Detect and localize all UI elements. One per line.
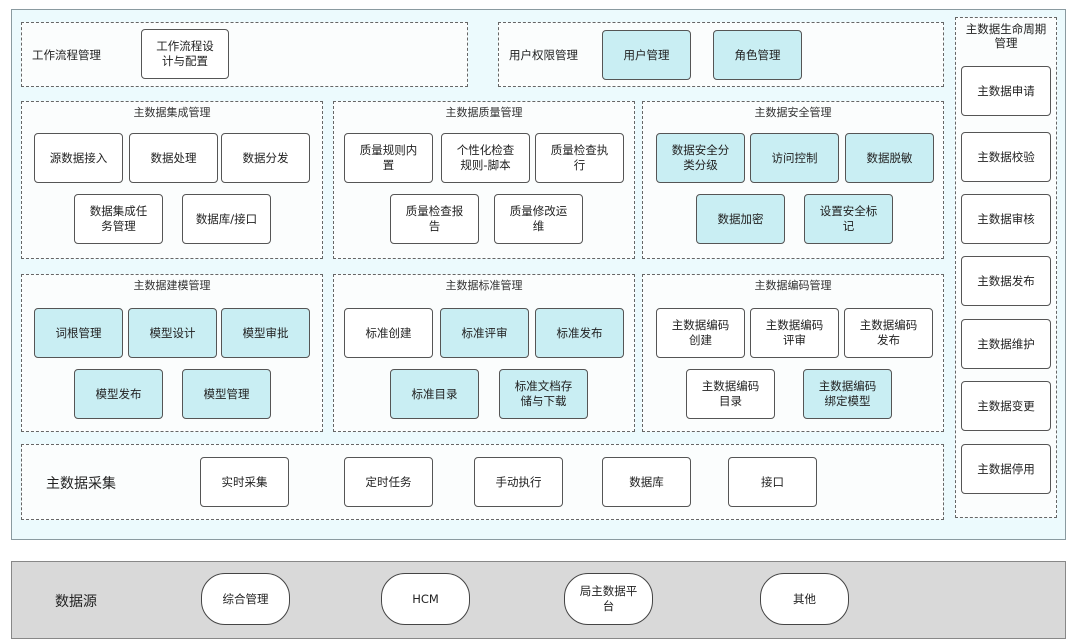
quality-title: 主数据质量管理 [445, 106, 523, 119]
coding-title: 主数据编码管理 [754, 279, 832, 292]
security-section: 主数据安全管理 数据安全分 类分级 访问控制 数据脱敏 数据加密 设置安全标 记 [642, 101, 944, 259]
coding-item-review[interactable]: 主数据编码 评审 [750, 308, 839, 358]
collection-item-scheduled[interactable]: 定时任务 [344, 457, 433, 507]
standard-item-docs[interactable]: 标准文档存 储与下载 [499, 369, 588, 419]
coding-item-create[interactable]: 主数据编码 创建 [656, 308, 745, 358]
integration-item-db[interactable]: 数据库/接口 [182, 194, 271, 244]
workflow-title: 工作流程管理 [32, 48, 101, 62]
coding-item-bind[interactable]: 主数据编码 绑定模型 [803, 369, 892, 419]
collection-title: 主数据采集 [46, 476, 116, 492]
standard-item-review[interactable]: 标准评审 [440, 308, 529, 358]
quality-item-report[interactable]: 质量检查报 告 [390, 194, 479, 244]
lifecycle-title: 主数据生命周期 管理 [965, 22, 1047, 50]
workflow-design-box[interactable]: 工作流程设 计与配置 [141, 29, 229, 79]
modeling-section: 主数据建模管理 词根管理 模型设计 模型审批 模型发布 模型管理 [21, 274, 323, 432]
datasource-item-hcm[interactable]: HCM [381, 573, 470, 625]
lifecycle-item-maintain[interactable]: 主数据维护 [961, 319, 1051, 369]
modeling-item-approve[interactable]: 模型审批 [221, 308, 310, 358]
standard-title: 主数据标准管理 [445, 279, 523, 292]
standard-item-publish[interactable]: 标准发布 [535, 308, 624, 358]
workflow-section: 工作流程管理 工作流程设 计与配置 [21, 22, 468, 87]
security-item-label[interactable]: 设置安全标 记 [804, 194, 893, 244]
datasource-title: 数据源 [55, 594, 97, 610]
user-permission-section: 用户权限管理 用户管理 角色管理 [498, 22, 944, 87]
collection-section: 主数据采集 实时采集 定时任务 手动执行 数据库 接口 [21, 444, 944, 520]
collection-item-database[interactable]: 数据库 [602, 457, 691, 507]
lifecycle-section: 主数据生命周期 管理 主数据申请 主数据校验 主数据审核 主数据发布 主数据维护… [955, 17, 1057, 518]
coding-item-publish[interactable]: 主数据编码 发布 [844, 308, 933, 358]
integration-item-distribute[interactable]: 数据分发 [221, 133, 310, 183]
modeling-title: 主数据建模管理 [133, 279, 211, 292]
integration-section: 主数据集成管理 源数据接入 数据处理 数据分发 数据集成任 务管理 数据库/接口 [21, 101, 323, 259]
modeling-item-root[interactable]: 词根管理 [34, 308, 123, 358]
lifecycle-item-publish[interactable]: 主数据发布 [961, 256, 1051, 306]
quality-item-execute[interactable]: 质量检查执 行 [535, 133, 624, 183]
datasource-item-general[interactable]: 综合管理 [201, 573, 290, 625]
standard-section: 主数据标准管理 标准创建 标准评审 标准发布 标准目录 标准文档存 储与下载 [333, 274, 635, 432]
user-permission-title: 用户权限管理 [509, 48, 578, 62]
security-title: 主数据安全管理 [754, 106, 832, 119]
lifecycle-item-apply[interactable]: 主数据申请 [961, 66, 1051, 116]
quality-section: 主数据质量管理 质量规则内 置 个性化检查 规则-脚本 质量检查执 行 质量检查… [333, 101, 635, 259]
standard-item-catalog[interactable]: 标准目录 [390, 369, 479, 419]
user-management-box[interactable]: 用户管理 [602, 30, 691, 80]
integration-title: 主数据集成管理 [133, 106, 211, 119]
integration-item-source[interactable]: 源数据接入 [34, 133, 123, 183]
quality-item-ops[interactable]: 质量修改运 维 [494, 194, 583, 244]
lifecycle-item-disable[interactable]: 主数据停用 [961, 444, 1051, 494]
collection-item-realtime[interactable]: 实时采集 [200, 457, 289, 507]
coding-section: 主数据编码管理 主数据编码 创建 主数据编码 评审 主数据编码 发布 主数据编码… [642, 274, 944, 432]
quality-item-custom[interactable]: 个性化检查 规则-脚本 [441, 133, 530, 183]
standard-item-create[interactable]: 标准创建 [344, 308, 433, 358]
modeling-item-publish[interactable]: 模型发布 [74, 369, 163, 419]
lifecycle-item-change[interactable]: 主数据变更 [961, 381, 1051, 431]
integration-item-task[interactable]: 数据集成任 务管理 [74, 194, 163, 244]
coding-item-catalog[interactable]: 主数据编码 目录 [686, 369, 775, 419]
modeling-item-manage[interactable]: 模型管理 [182, 369, 271, 419]
lifecycle-item-validate[interactable]: 主数据校验 [961, 132, 1051, 182]
collection-item-api[interactable]: 接口 [728, 457, 817, 507]
quality-item-rules[interactable]: 质量规则内 置 [344, 133, 433, 183]
security-item-classify[interactable]: 数据安全分 类分级 [656, 133, 745, 183]
security-item-access[interactable]: 访问控制 [750, 133, 839, 183]
security-item-mask[interactable]: 数据脱敏 [845, 133, 934, 183]
integration-item-process[interactable]: 数据处理 [129, 133, 218, 183]
security-item-encrypt[interactable]: 数据加密 [696, 194, 785, 244]
datasource-item-other[interactable]: 其他 [760, 573, 849, 625]
datasource-item-bureau[interactable]: 局主数据平 台 [564, 573, 653, 625]
role-management-box[interactable]: 角色管理 [713, 30, 802, 80]
datasource-bar: 数据源 综合管理 HCM 局主数据平 台 其他 [11, 561, 1066, 639]
modeling-item-design[interactable]: 模型设计 [128, 308, 217, 358]
collection-item-manual[interactable]: 手动执行 [474, 457, 563, 507]
lifecycle-item-audit[interactable]: 主数据审核 [961, 194, 1051, 244]
